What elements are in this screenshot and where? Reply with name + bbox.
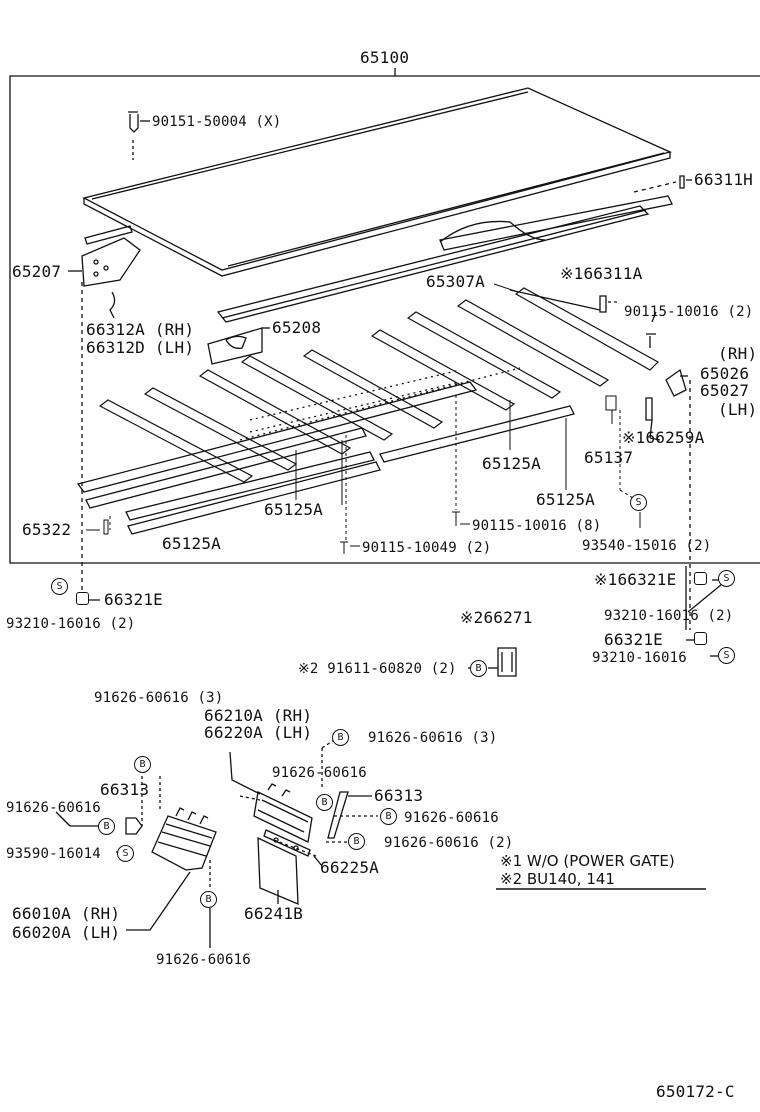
bolt-marker-icon: B xyxy=(200,891,217,908)
label-bolt-mid: 90115-10016 (8) xyxy=(472,518,602,534)
nut-icon xyxy=(694,572,707,585)
mudflap-66241B xyxy=(257,829,311,905)
label-66241B: 66241B xyxy=(244,904,303,923)
bolt-marker-icon: B xyxy=(470,660,487,677)
bolt-marker-icon: B xyxy=(316,794,333,811)
label-rivet-f: 91626-60616 (2) xyxy=(384,835,514,851)
label-65125A-1: 65125A xyxy=(482,454,541,473)
label-rivet-g: 91626-60616 xyxy=(156,952,251,968)
label-rivet-e: 91626-60616 xyxy=(404,810,499,826)
sill-rails xyxy=(76,367,575,535)
label-bolt-rh: 90115-10016 (2) xyxy=(624,304,754,320)
mudguard-left xyxy=(55,776,217,948)
label-screw-l: 93590-16014 xyxy=(6,846,101,862)
bolt-marker-icon: B xyxy=(332,729,349,746)
label-66321E-r: 66321E xyxy=(604,630,663,649)
washer-marker-icon: S xyxy=(718,570,735,587)
label-66313-r: 66313 xyxy=(374,786,424,805)
label-bolt-low: 90115-10049 (2) xyxy=(362,540,492,556)
bolt-marker-icon: B xyxy=(348,833,365,850)
label-figure-no: 650172-C xyxy=(656,1082,735,1101)
label-65125A-4: 65125A xyxy=(162,534,221,553)
label-66313-l: 66313 xyxy=(100,780,150,799)
screw-icon-top xyxy=(128,111,150,160)
label-65307A: 65307A xyxy=(426,272,485,291)
label-rivet-d: 91626-60616 xyxy=(6,800,101,816)
label-bolt-2: ※2 91611-60820 (2) xyxy=(298,661,457,677)
label-washer-l: 93210-16016 (2) xyxy=(6,616,136,632)
label-rh: (RH) xyxy=(718,344,758,363)
label-66020A: 66020A (LH) xyxy=(12,923,121,942)
label-65100: 65100 xyxy=(360,48,410,67)
washer-marker-icon: S xyxy=(117,845,134,862)
bracket-65207 xyxy=(68,237,141,600)
label-66311H: 66311H xyxy=(694,170,753,189)
leaders-main xyxy=(86,283,641,554)
label-washer-r3: 93210-16016 xyxy=(592,650,687,666)
mudguard-right xyxy=(229,739,378,867)
label-166311A: ※166311A xyxy=(560,264,643,283)
label-washer-r2: 93210-16016 (2) xyxy=(604,608,734,624)
label-166259A: ※166259A xyxy=(622,428,705,447)
bolt-marker-icon: B xyxy=(134,756,151,773)
label-screw-top: 90151-50004 (X) xyxy=(152,114,282,130)
label-66321E-l: 66321E xyxy=(104,590,163,609)
label-66312A: 66312A (RH) xyxy=(86,320,195,339)
label-65027: 65027 xyxy=(700,381,750,400)
bolt-marker-icon: B xyxy=(380,808,397,825)
label-66210A: 66210A (RH) xyxy=(204,706,313,725)
assembly-frame xyxy=(9,75,760,564)
bolt-marker-icon: B xyxy=(98,818,115,835)
rear-rails xyxy=(84,175,692,323)
label-65125A-2: 65125A xyxy=(536,490,595,509)
label-65322: 65322 xyxy=(22,520,72,539)
label-65125A-3: 65125A xyxy=(264,500,323,519)
label-lh: (LH) xyxy=(718,400,758,419)
washer-marker-icon: S xyxy=(630,494,647,511)
floor-panel xyxy=(82,87,672,277)
note-1: ※1 W/O (POWER GATE) xyxy=(500,852,675,870)
label-66225A: 66225A xyxy=(320,858,379,877)
label-rivet-c: 91626-60616 xyxy=(272,765,367,781)
bracket-65208 xyxy=(207,327,270,365)
nut-icon xyxy=(694,632,707,645)
label-166321E: ※166321E xyxy=(594,570,677,589)
label-65208: 65208 xyxy=(272,318,322,337)
label-66220A: 66220A (LH) xyxy=(204,723,313,742)
label-66010A: 66010A (RH) xyxy=(12,904,121,923)
nut-icon xyxy=(76,592,89,605)
label-rivet-b: 91626-60616 (3) xyxy=(368,730,498,746)
right-brackets xyxy=(80,295,723,657)
label-66312D: 66312D (LH) xyxy=(86,338,195,357)
note-2: ※2 BU140, 141 xyxy=(500,870,615,888)
cross-members xyxy=(98,287,659,483)
label-266271: ※266271 xyxy=(460,608,533,627)
label-rivet-a: 91626-60616 (3) xyxy=(94,690,224,706)
washer-marker-icon: S xyxy=(718,647,735,664)
label-65137: 65137 xyxy=(584,448,634,467)
label-washer-r: 93540-15016 (2) xyxy=(582,538,712,554)
washer-marker-icon: S xyxy=(51,578,68,595)
label-65207: 65207 xyxy=(12,262,62,281)
label-65026: 65026 xyxy=(700,364,750,383)
